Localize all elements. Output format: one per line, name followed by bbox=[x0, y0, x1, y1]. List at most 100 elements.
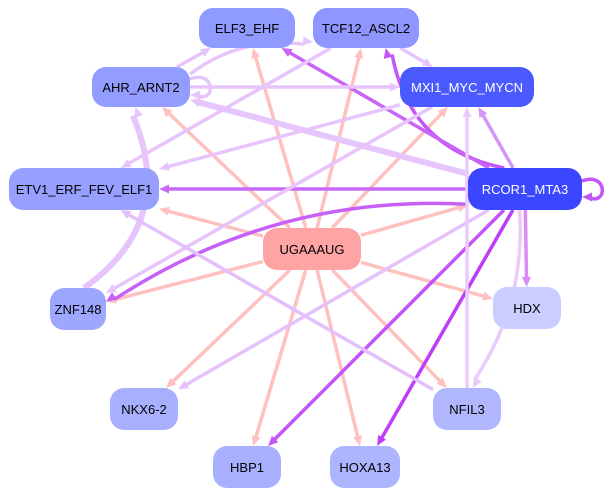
edge-line bbox=[481, 113, 515, 169]
node-hdx[interactable]: HDX bbox=[493, 287, 561, 329]
edge-arrowhead bbox=[482, 291, 493, 301]
node-ahr-arnt2[interactable]: AHR_ARNT2 bbox=[92, 67, 190, 107]
edge-arrowhead bbox=[521, 276, 531, 287]
node-elf3-ehf[interactable]: ELF3_EHF bbox=[199, 8, 295, 48]
edge-arrowhead bbox=[437, 107, 448, 118]
edge-arrowhead bbox=[106, 292, 117, 302]
edge-rcor1_mta3-to-hoxa13[interactable] bbox=[377, 209, 515, 446]
node-label: MXI1_MYC_MYCN bbox=[411, 80, 523, 95]
edge-ugaaaug-to-nfil3[interactable] bbox=[331, 268, 447, 388]
edge-ugaaaug-to-znf148[interactable] bbox=[106, 259, 264, 304]
edge-line bbox=[167, 103, 401, 169]
node-etv1-erf-fev-elf1[interactable]: ETV1_ERF_FEV_ELF1 bbox=[9, 168, 159, 210]
edges-layer bbox=[82, 36, 604, 446]
edge-rcor1_mta3-to-nkx6-2[interactable] bbox=[178, 208, 490, 390]
edge-ugaaaug-to-etv1_erf_fev_elf1[interactable] bbox=[159, 206, 264, 238]
edge-nfil3-to-etv1_erf_fev_elf1[interactable] bbox=[120, 210, 434, 391]
edge-arrowhead bbox=[377, 435, 386, 446]
node-box bbox=[50, 288, 106, 330]
self-loop-line bbox=[189, 75, 212, 99]
edge-arrowhead bbox=[354, 48, 364, 59]
edge-ugaaaug-to-ahr_arnt2[interactable] bbox=[162, 107, 292, 230]
self-loop-line bbox=[581, 177, 604, 201]
edge-arrowhead bbox=[582, 192, 593, 202]
node-label: RCOR1_MTA3 bbox=[482, 182, 568, 197]
edge-arrowhead bbox=[178, 380, 189, 390]
edge-line bbox=[171, 268, 292, 384]
node-box bbox=[9, 168, 159, 210]
node-hbp1[interactable]: HBP1 bbox=[213, 446, 281, 488]
edge-line bbox=[176, 50, 205, 69]
edge-rcor1_mta3-to-etv1_erf_fev_elf1[interactable] bbox=[159, 184, 468, 194]
edge-line bbox=[399, 46, 426, 64]
node-box bbox=[263, 228, 361, 270]
edge-line bbox=[167, 111, 292, 230]
edge-line bbox=[254, 269, 308, 438]
edge-ugaaaug-to-hoxa13[interactable] bbox=[315, 269, 362, 446]
edge-arrowhead bbox=[383, 48, 393, 59]
node-label: NKX6-2 bbox=[121, 402, 167, 417]
node-label: HDX bbox=[513, 301, 541, 316]
node-box bbox=[433, 388, 501, 430]
node-box bbox=[468, 168, 582, 210]
node-nkx6-2[interactable]: NKX6-2 bbox=[110, 388, 178, 430]
edge-mxi1_myc_mycn-to-znf148[interactable] bbox=[106, 105, 433, 294]
node-ugaaaug[interactable]: UGAAAUG bbox=[263, 228, 361, 270]
edge-ugaaaug-to-nkx6-2[interactable] bbox=[166, 268, 292, 388]
edge-rcor1_mta3-to-mxi1_myc_mycn[interactable] bbox=[478, 107, 515, 169]
node-box bbox=[313, 8, 419, 48]
edge-arrowhead bbox=[353, 435, 362, 446]
edge-arrowhead bbox=[251, 435, 261, 446]
node-label: ETV1_ERF_FEV_ELF1 bbox=[16, 182, 153, 197]
edge-rcor1_mta3-to-hdx[interactable] bbox=[521, 209, 531, 287]
node-box bbox=[400, 67, 534, 107]
edge-arrowhead bbox=[159, 206, 170, 216]
node-box bbox=[199, 8, 295, 48]
edge-line bbox=[127, 212, 434, 391]
node-label: ZNF148 bbox=[55, 302, 102, 317]
edge-line bbox=[184, 208, 490, 387]
node-znf148[interactable]: ZNF148 bbox=[50, 288, 106, 330]
edge-rcor1_mta3-to-rcor1_mta3[interactable] bbox=[581, 177, 604, 202]
node-box bbox=[330, 446, 400, 488]
edge-line bbox=[315, 269, 360, 438]
edge-ugaaaug-to-hdx[interactable] bbox=[360, 260, 493, 301]
edge-ahr_arnt2-to-ahr_arnt2[interactable] bbox=[189, 75, 212, 100]
edge-rcor1_mta3-to-ahr_arnt2[interactable] bbox=[190, 98, 469, 177]
edge-rcor1_mta3-to-znf148[interactable] bbox=[106, 201, 469, 302]
edge-nfil3-to-mxi1_myc_mycn[interactable] bbox=[462, 107, 472, 388]
edge-ahr_arnt2-to-mxi1_myc_mycn[interactable] bbox=[190, 82, 400, 92]
edge-arrowhead bbox=[251, 48, 261, 59]
node-label: HOXA13 bbox=[339, 460, 390, 475]
node-mxi1-myc-mycn[interactable]: MXI1_MYC_MYCN bbox=[400, 67, 534, 107]
edge-line bbox=[82, 114, 151, 291]
edge-arrowhead bbox=[106, 284, 117, 294]
node-rcor1-mta3[interactable]: RCOR1_MTA3 bbox=[468, 168, 582, 210]
node-label: TCF12_ASCL2 bbox=[322, 21, 410, 36]
edge-znf148-to-ahr_arnt2[interactable] bbox=[82, 107, 151, 291]
node-hoxa13[interactable]: HOXA13 bbox=[330, 446, 400, 488]
edge-tcf12_ascl2-to-etv1_erf_fev_elf1[interactable] bbox=[120, 46, 332, 168]
edge-arrowhead bbox=[190, 90, 201, 100]
edge-arrowhead bbox=[478, 107, 488, 118]
edge-arrowhead bbox=[436, 377, 447, 388]
edge-arrowhead bbox=[421, 58, 433, 67]
edge-mxi1_myc_mycn-to-etv1_erf_fev_elf1[interactable] bbox=[159, 103, 401, 171]
edge-line bbox=[167, 209, 264, 238]
edge-arrowhead bbox=[134, 107, 144, 118]
edge-line bbox=[127, 46, 332, 166]
edge-arrowhead bbox=[120, 210, 132, 219]
node-nfil3[interactable]: NFIL3 bbox=[433, 388, 501, 430]
edge-arrowhead bbox=[159, 162, 170, 171]
node-box bbox=[92, 67, 190, 107]
edge-tcf12_ascl2-to-mxi1_myc_mycn[interactable] bbox=[399, 46, 433, 67]
edge-rcor1_mta3-to-elf3_ehf[interactable] bbox=[281, 48, 490, 170]
node-tcf12-ascl2[interactable]: TCF12_ASCL2 bbox=[313, 8, 419, 48]
edge-ahr_arnt2-to-elf3_ehf[interactable] bbox=[176, 48, 212, 69]
edge-rcor1_mta3-to-tcf12_ascl2[interactable] bbox=[383, 48, 505, 170]
edge-ugaaaug-to-hbp1[interactable] bbox=[251, 269, 308, 446]
node-box bbox=[213, 446, 281, 488]
node-label: ELF3_EHF bbox=[215, 21, 279, 36]
